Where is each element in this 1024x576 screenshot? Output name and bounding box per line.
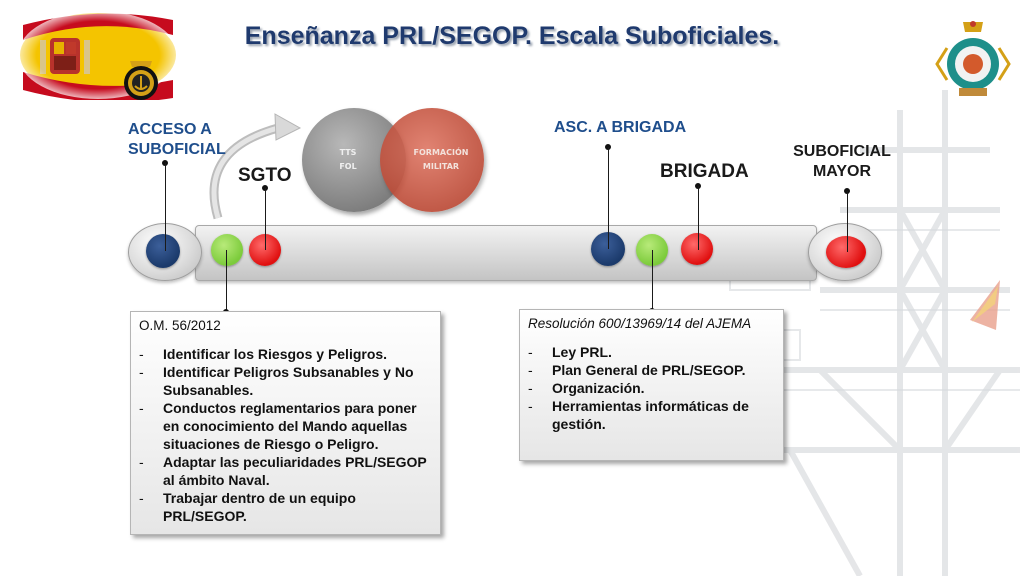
militar-label: MILITAR xyxy=(422,162,460,171)
pin-line-om xyxy=(226,250,227,312)
dot-acceso-suboficial xyxy=(146,234,180,268)
formacion-militar-circle xyxy=(380,108,484,212)
list-item: -Identificar Peligros Subsanables y No S… xyxy=(139,364,414,398)
list-item: -Identificar los Riesgos y Peligros. xyxy=(139,346,388,362)
fol-label: FOL xyxy=(339,162,357,171)
label-asc-brigada: ASC. A BRIGADA xyxy=(554,119,687,136)
om-56-2012-list: -Identificar los Riesgos y Peligros. -Id… xyxy=(139,345,432,525)
label-acceso-suboficial: ACCESO A SUBOFICIAL xyxy=(128,121,226,158)
resolucion-ajema-box: Resolución 600/13969/14 del AJEMA -Ley P… xyxy=(519,309,784,461)
pin-line-asc-brigada xyxy=(608,147,609,249)
resolucion-ajema-list: -Ley PRL. -Plan General de PRL/SEGOP. -O… xyxy=(528,343,775,433)
pin-line-brigada xyxy=(698,186,699,250)
label-suboficial-mayor: SUBOFICIAL MAYOR xyxy=(793,143,891,180)
list-item: -Adaptar las peculiaridades PRL/SEGOP al… xyxy=(139,454,427,488)
list-item: -Organización. xyxy=(528,380,645,396)
list-item: -Herramientas informáticas de gestión. xyxy=(528,398,749,432)
om-56-2012-header: O.M. 56/2012 xyxy=(139,318,221,333)
background-ship-mast xyxy=(709,90,1020,576)
page-title: Enseñanza PRL/SEGOP. Escala Suboficiales… xyxy=(244,22,780,50)
list-item: -Ley PRL. xyxy=(528,344,612,360)
tts-fol-text: TTS FOL xyxy=(318,146,378,174)
label-brigada: BRIGADA xyxy=(660,161,749,182)
navy-emblem-icon xyxy=(935,21,1011,96)
anchor-badge-icon xyxy=(124,61,158,100)
om-56-2012-box: O.M. 56/2012 -Identificar los Riesgos y … xyxy=(130,311,441,535)
timeline-bar xyxy=(195,225,817,281)
tts-label: TTS xyxy=(339,148,357,157)
dot-om-56-2012 xyxy=(211,234,243,266)
dot-suboficial-mayor xyxy=(826,236,866,268)
list-item: -Plan General de PRL/SEGOP. xyxy=(528,362,746,378)
list-item: -Trabajar dentro de un equipo PRL/SEGOP. xyxy=(139,490,356,524)
pin-line-acceso xyxy=(165,163,166,251)
pin-line-suboficial-mayor xyxy=(847,191,848,252)
list-item: -Conductos reglamentarios para poner en … xyxy=(139,400,417,452)
resolucion-ajema-header: Resolución 600/13969/14 del AJEMA xyxy=(528,316,752,331)
formacion-label: FORMACIÓN xyxy=(413,148,469,157)
dot-brigada xyxy=(681,233,713,265)
pin-line-sgto xyxy=(265,188,266,250)
pin-line-resolucion xyxy=(652,250,653,310)
curved-arrow-icon xyxy=(209,113,302,220)
formacion-militar-text: FORMACIÓN MILITAR xyxy=(398,146,484,174)
label-sgto: SGTO xyxy=(238,165,292,186)
